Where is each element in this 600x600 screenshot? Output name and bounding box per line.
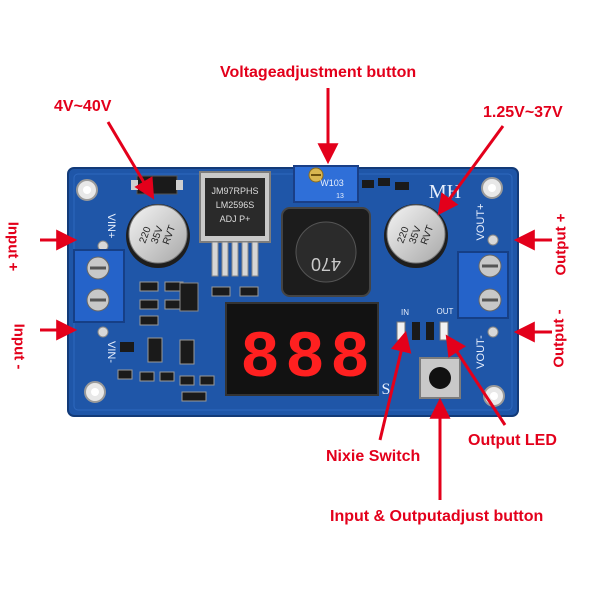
mounting-hole-icon	[84, 381, 106, 403]
pot-label: W103	[320, 178, 344, 188]
label-input-range: 4V~40V	[54, 98, 112, 115]
display-digit-1: 8	[240, 321, 280, 396]
seven-segment-display: 8 8 8	[225, 302, 379, 396]
mounting-hole-icon	[481, 177, 503, 199]
arrow-nixie-switch	[378, 330, 412, 441]
silk-vout-plus: VOUT+	[475, 204, 487, 241]
display-suffix: S	[382, 381, 391, 398]
arrow-input-range	[106, 121, 155, 200]
input-terminal-block[interactable]	[73, 249, 125, 323]
arrow-output-range	[437, 125, 505, 216]
label-input-minus: Input -	[10, 323, 28, 370]
label-voltage-adjust: Voltageadjustment button	[220, 64, 417, 81]
silk-vin-minus: VIN-	[105, 341, 117, 363]
arrow-output-led	[445, 334, 507, 426]
capacitor-right: 220 35V RVT	[384, 204, 448, 268]
silk-vin-plus: VIN+	[105, 214, 117, 239]
display-digit-3: 8	[330, 321, 370, 396]
pot-small-label: 13	[336, 193, 344, 200]
output-terminal-block[interactable]	[457, 251, 509, 319]
label-io-adjust: Input & Outputadjust button	[330, 508, 544, 525]
chip-line-1: JM97RPHS	[211, 186, 258, 196]
capacitor-left: 220 35V RVT	[126, 204, 190, 268]
label-output-led: Output LED	[468, 432, 557, 449]
label-nixie-switch: Nixie Switch	[326, 448, 421, 465]
potentiometer[interactable]: W103 13	[293, 165, 359, 203]
label-output-minus: Output -	[550, 309, 568, 368]
silk-in: IN	[401, 308, 409, 317]
display-digit-2: 8	[285, 321, 325, 396]
label-output-plus: Output +	[552, 213, 570, 276]
mounting-hole-icon	[76, 179, 98, 201]
label-output-range: 1.25V~37V	[483, 104, 563, 121]
push-button[interactable]	[419, 357, 461, 399]
regulator-chip: JM97RPHS LM2596S ADJ P+	[199, 171, 271, 277]
silk-out: OUT	[437, 307, 454, 316]
silk-vout-minus: VOUT-	[475, 335, 487, 369]
inductor-label: 470	[311, 254, 341, 274]
inductor: 470	[281, 207, 371, 297]
chip-line-2: LM2596S	[216, 200, 255, 210]
chip-line-3: ADJ P+	[220, 214, 251, 224]
label-input-plus: Input +	[4, 221, 22, 272]
output-led	[439, 321, 449, 341]
